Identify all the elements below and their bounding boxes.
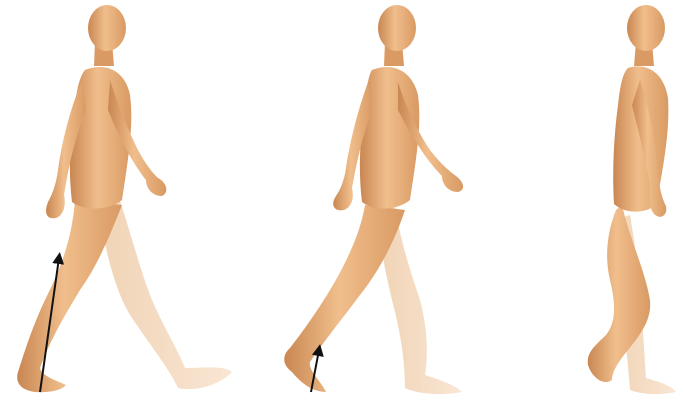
figure-1 (17, 5, 232, 392)
figure-3 (588, 5, 676, 394)
figure-3-head (627, 5, 665, 51)
figure-2-head (378, 5, 416, 51)
figure-2 (284, 5, 463, 394)
figure-1-ghost-leg (100, 195, 232, 389)
figure-2-front-leg (284, 205, 405, 392)
figure-1-head (88, 5, 126, 51)
figure-1-front-leg (17, 200, 122, 392)
